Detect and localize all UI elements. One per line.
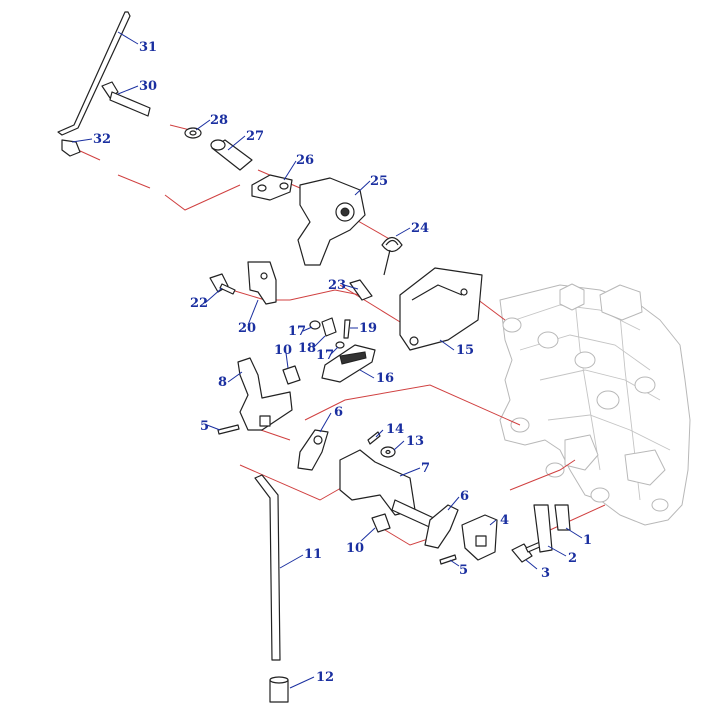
part-12-joint — [269, 676, 289, 703]
part-19-pin — [343, 319, 351, 339]
part-2-tab — [533, 504, 553, 553]
callout-17-lower: 17 — [316, 348, 334, 363]
callout-17-upper: 17 — [288, 324, 306, 339]
callout-2: 2 — [568, 551, 577, 566]
callout-7: 7 — [421, 461, 430, 476]
callout-32: 32 — [93, 132, 111, 147]
part-10-plug-b — [371, 513, 391, 533]
callout-6-upper: 6 — [334, 405, 343, 420]
part-4-cam — [461, 514, 498, 561]
part-7-shift-shaft — [339, 449, 439, 531]
part-28-washer — [184, 127, 202, 139]
part-13-washer — [380, 446, 396, 458]
callout-5-right: 5 — [459, 563, 468, 578]
leader-lines — [71, 31, 583, 689]
part-20-bracket — [247, 261, 277, 305]
part-1-tab — [554, 504, 571, 531]
part-17-washer-b — [335, 341, 345, 349]
part-14-spring-pin — [367, 431, 381, 445]
callout-24: 24 — [411, 221, 429, 236]
part-5-pin-b — [439, 554, 457, 565]
part-23-bolt — [349, 279, 373, 301]
part-3-bolt — [511, 541, 543, 563]
part-11-rod — [254, 474, 281, 661]
part-24-spring — [381, 236, 403, 276]
part-17-washer-a — [309, 320, 321, 330]
callout-5-left: 5 — [200, 419, 209, 434]
callout-6-lower: 6 — [460, 489, 469, 504]
callout-4: 4 — [500, 513, 509, 528]
part-31-rod — [57, 11, 131, 136]
callout-18: 18 — [298, 341, 316, 356]
callout-23: 23 — [328, 278, 346, 293]
callout-1: 1 — [583, 533, 592, 548]
callout-25: 25 — [370, 174, 388, 189]
callout-16: 16 — [376, 371, 394, 386]
callout-11: 11 — [304, 547, 322, 562]
callout-19: 19 — [359, 321, 377, 336]
engine-housing-ghost — [499, 283, 691, 526]
part-8-lever — [237, 357, 293, 431]
callout-13: 13 — [406, 434, 424, 449]
callout-10-lower: 10 — [346, 541, 364, 556]
part-25-throttle-cam — [297, 177, 366, 266]
part-32-clip — [61, 139, 81, 157]
part-6-arm-a — [297, 429, 329, 471]
part-22-bolt — [209, 273, 236, 295]
callout-26: 26 — [296, 153, 314, 168]
part-27-collar — [210, 139, 253, 171]
part-16-rack — [321, 344, 376, 383]
part-15-plate — [399, 267, 483, 351]
callout-8: 8 — [218, 375, 227, 390]
callout-10-upper: 10 — [274, 343, 292, 358]
callout-15: 15 — [456, 343, 474, 358]
part-18-collar — [321, 317, 337, 337]
part-10-plug-a — [282, 365, 301, 385]
part-5-pin-a — [217, 424, 240, 435]
callout-14: 14 — [386, 422, 404, 437]
part-26-link — [251, 174, 293, 201]
callout-27: 27 — [246, 129, 264, 144]
part-6-arm-b — [424, 504, 459, 549]
callout-22: 22 — [190, 296, 208, 311]
callout-28: 28 — [210, 113, 228, 128]
callout-20: 20 — [238, 321, 256, 336]
part-30-bolt — [101, 81, 151, 117]
callout-labels: 31 30 32 28 27 26 25 24 23 22 20 15 17 1… — [93, 40, 592, 685]
callout-3: 3 — [541, 566, 550, 581]
callout-30: 30 — [139, 79, 157, 94]
callout-12: 12 — [316, 670, 334, 685]
callout-31: 31 — [139, 40, 157, 55]
